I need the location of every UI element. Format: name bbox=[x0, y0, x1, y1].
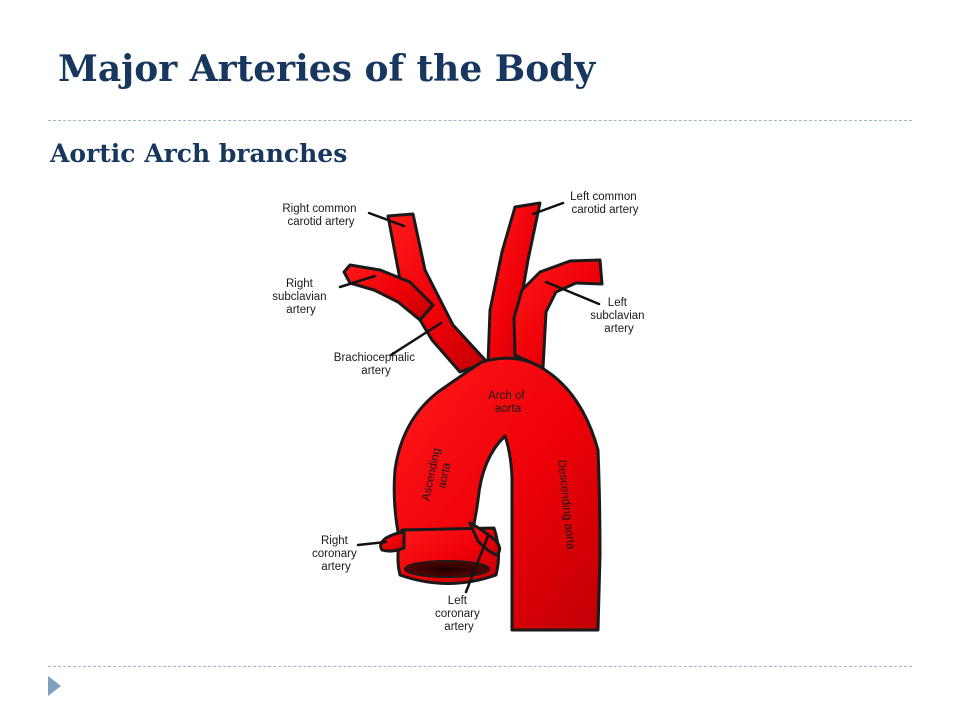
top-divider bbox=[48, 120, 912, 121]
label-right-subclavian: Right subclavian artery bbox=[272, 278, 330, 316]
leader-right-subclavian bbox=[338, 274, 377, 289]
label-arch-of-aorta: Arch of aorta bbox=[488, 390, 528, 415]
leader-left-coronary bbox=[464, 534, 490, 594]
leader-right-coronary bbox=[356, 540, 388, 547]
leader-left-common-carotid bbox=[531, 201, 565, 216]
leader-left-subclavian bbox=[544, 280, 601, 306]
left-coronary-artery bbox=[468, 521, 502, 557]
label-left-common-carotid: Left common carotid artery bbox=[570, 191, 640, 216]
aorta-body bbox=[392, 356, 602, 632]
left-subclavian-artery bbox=[512, 258, 604, 370]
label-left-coronary: Left coronary artery bbox=[435, 595, 483, 633]
right-coronary-artery bbox=[379, 530, 406, 553]
label-brachiocephalic: Brachiocephalic artery bbox=[334, 352, 418, 377]
label-right-common-carotid: Right common carotid artery bbox=[282, 203, 359, 228]
label-right-coronary: Right coronary artery bbox=[312, 535, 360, 573]
leader-brachiocephalic bbox=[389, 321, 443, 357]
bottom-divider bbox=[48, 666, 912, 667]
slide-title: Major Arteries of the Body bbox=[58, 48, 596, 90]
aortic-opening bbox=[404, 560, 490, 578]
label-left-subclavian: Left subclavian artery bbox=[590, 297, 648, 335]
leader-right-common-carotid bbox=[367, 211, 406, 228]
bullet-arrow-icon bbox=[48, 676, 61, 696]
slide-subtitle: Aortic Arch branches bbox=[50, 139, 348, 168]
